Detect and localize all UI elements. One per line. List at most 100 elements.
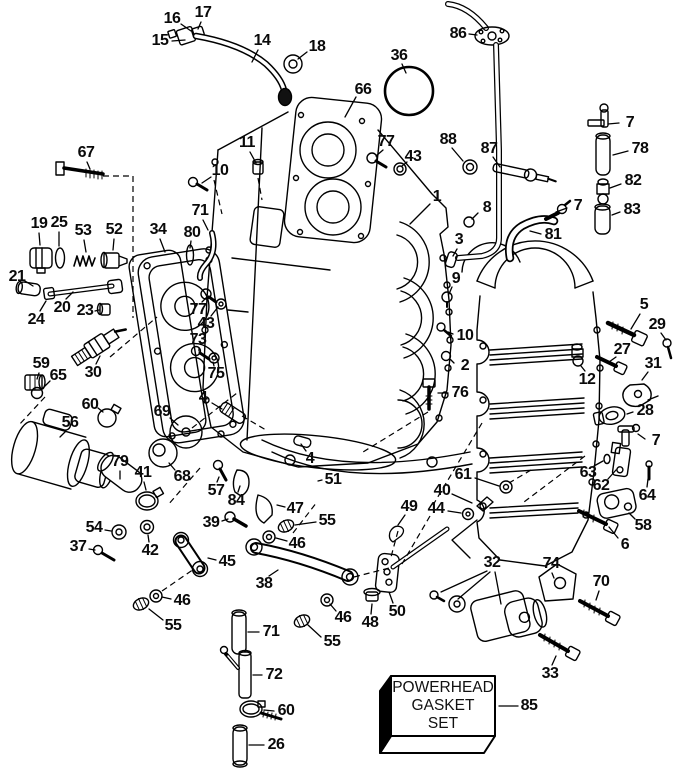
leader-line: [580, 365, 586, 372]
leader-line: [344, 96, 357, 118]
leader-line: [529, 230, 542, 235]
leader-line: [329, 603, 337, 612]
leader-line: [159, 238, 166, 253]
leader-line: [370, 603, 373, 615]
leader-line: [457, 571, 491, 600]
leader-line: [637, 433, 646, 440]
leader-lines: [24, 21, 667, 746]
leader-line: [494, 571, 502, 605]
leader-line: [608, 356, 617, 363]
leader-line: [97, 407, 104, 413]
leader-line: [104, 529, 112, 532]
leader-line: [42, 380, 51, 389]
leader-line: [86, 161, 91, 170]
leader-line: [38, 232, 41, 246]
leader-line: [646, 478, 649, 488]
leader-line: [660, 332, 667, 341]
leader-line: [197, 21, 202, 30]
leader-line: [39, 300, 47, 312]
leader-line: [251, 49, 259, 63]
powerhead-gasket-set-label: POWERHEAD GASKET SET: [391, 677, 495, 735]
leader-line: [294, 521, 317, 526]
leader-line: [211, 402, 223, 410]
leader-line: [95, 355, 101, 365]
leader-line: [595, 590, 600, 601]
leader-line: [317, 479, 323, 482]
leader-line: [449, 358, 455, 364]
leader-line: [401, 63, 407, 74]
leader-line: [551, 572, 555, 579]
leader-line: [201, 296, 208, 303]
cylinder-block-drawing: [201, 96, 473, 475]
leader-line: [263, 709, 275, 712]
leader-line: [249, 151, 257, 164]
gasket-line-1: POWERHEAD: [392, 679, 494, 696]
leader-line: [612, 150, 629, 156]
leader-line: [168, 462, 176, 471]
leader-line: [440, 570, 488, 593]
leader-line: [375, 149, 384, 157]
leader-line: [201, 176, 212, 184]
leader-line: [593, 460, 604, 467]
leader-line: [59, 430, 67, 438]
leader-line: [169, 417, 179, 426]
leader-line: [300, 443, 307, 452]
leader-line: [189, 240, 192, 249]
leader-line: [609, 183, 622, 189]
leader-line: [401, 161, 408, 167]
leader-line: [24, 280, 34, 287]
leader-line: [607, 469, 617, 480]
leader-line: [397, 514, 406, 526]
leader-line: [607, 122, 620, 125]
dashed-alignment-lines: [17, 175, 586, 592]
leader-line: [143, 481, 147, 491]
leader-line: [551, 655, 557, 666]
leader-line: [112, 238, 115, 251]
leader-line: [630, 313, 641, 330]
leader-line: [94, 309, 100, 312]
crankcase-drawing: [451, 240, 604, 567]
leader-line: [148, 608, 164, 621]
leader-line: [448, 286, 453, 295]
leader-line: [210, 306, 219, 317]
leader-line: [492, 156, 501, 168]
leader-line: [471, 212, 479, 220]
leader-line: [161, 596, 172, 600]
leader-line: [628, 512, 636, 520]
gasket-set-box: [379, 675, 496, 754]
leader-line: [447, 331, 454, 335]
leader-line: [275, 537, 288, 542]
gasket-line-2: GASKET: [411, 697, 475, 714]
leader-line: [452, 248, 458, 257]
leader-line: [221, 518, 229, 522]
leader-line: [468, 33, 478, 36]
leader-line: [65, 291, 74, 300]
small-parts-drawing: [10, 1, 673, 768]
leader-line: [297, 51, 308, 60]
leader-line: [276, 504, 286, 508]
leader-line: [626, 411, 634, 415]
leader-line: [409, 203, 431, 225]
leader-line: [36, 372, 40, 380]
leader-line: [451, 493, 473, 504]
leader-line: [216, 476, 220, 483]
leader-line: [83, 239, 87, 253]
leader-line: [212, 361, 215, 367]
leader-line: [474, 477, 500, 487]
leader-line: [307, 624, 322, 638]
leader-line: [88, 548, 96, 551]
leader-line: [207, 557, 217, 561]
leader-line: [388, 591, 394, 604]
leader-line: [171, 39, 186, 42]
leader-line: [202, 219, 209, 231]
leader-line: [641, 371, 649, 381]
leader-line: [608, 526, 619, 539]
leader-line: [611, 211, 621, 216]
leader-line: [237, 485, 241, 493]
gasket-line-3: SET: [427, 715, 459, 732]
leader-line: [180, 23, 192, 32]
leader-line: [555, 207, 568, 213]
leader-line: [268, 569, 279, 577]
leader-line: [451, 147, 464, 162]
